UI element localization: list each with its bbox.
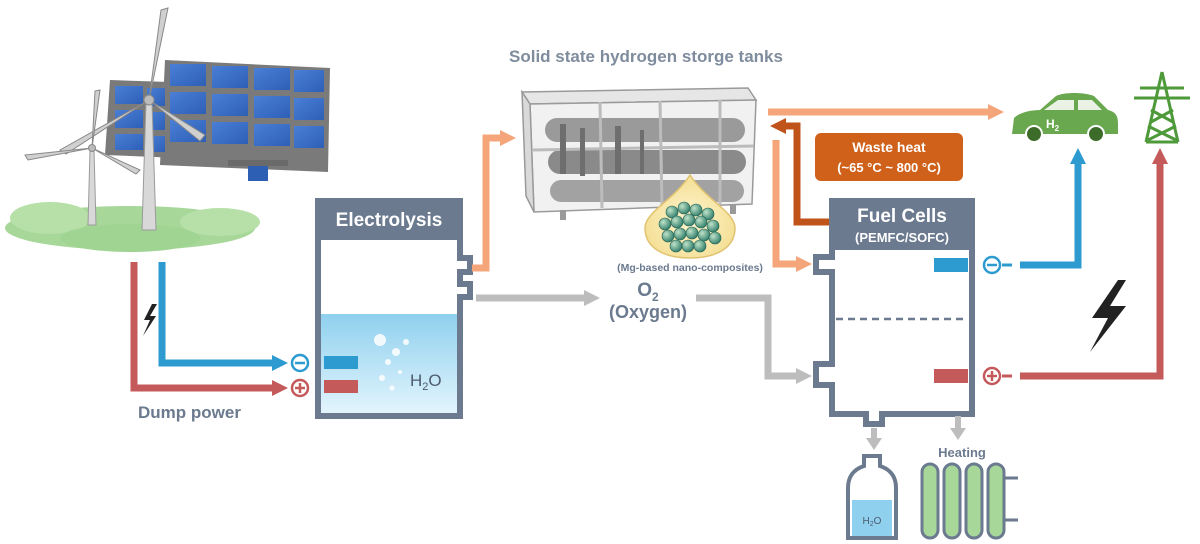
fuelcell-negative-terminal-icon — [982, 255, 1002, 275]
oxygen-to-fuelcell-arrow — [696, 294, 812, 384]
heating-label: Heating — [938, 445, 986, 460]
lightning-small-icon — [143, 304, 157, 336]
heat-output-arrow — [950, 416, 966, 440]
hydrogen-to-fuelcell-arrow — [772, 140, 812, 272]
electrolysis-positive-terminal-icon — [290, 378, 310, 398]
electrolysis-label: Electrolysis — [336, 210, 443, 231]
dump-power-lines — [130, 262, 288, 396]
oxygen-arrow — [476, 290, 600, 306]
electrolysis-water-formula: H2O — [410, 371, 442, 393]
grass-ground-icon — [5, 202, 260, 252]
nano-composite-label: (Mg-based nano-composites) — [617, 262, 763, 274]
heating-radiator-icon — [920, 462, 1018, 540]
hydrogen-storage-tank-icon — [520, 87, 758, 220]
mg-nano-composite-icon — [644, 173, 736, 259]
hydrogen-to-car-arrow — [768, 104, 1004, 120]
waste-heat-line2: (~65 °C ~ 800 °C) — [837, 160, 941, 175]
solar-panel-array-icon — [105, 60, 330, 181]
fuel-cell-unit — [813, 198, 975, 427]
water-bottle-formula: H2O — [863, 516, 882, 528]
waste-heat-return-arrow — [770, 118, 835, 226]
water-output-arrow — [866, 428, 882, 450]
oxygen-formula: O2 — [637, 280, 659, 304]
fuel-cells-sublabel: (PEMFC/SOFC) — [855, 230, 949, 245]
electrolysis-negative-terminal-icon — [290, 353, 310, 373]
fuel-cells-label: Fuel Cells — [857, 206, 947, 227]
hydrogen-car-icon — [1012, 93, 1118, 143]
power-tower-icon — [1134, 71, 1190, 144]
wind-turbine-small-icon — [24, 89, 141, 226]
fuelcell-to-grid-power-line — [1002, 148, 1168, 380]
dump-power-label: Dump power — [138, 403, 241, 422]
car-h2-label: H2 — [1046, 117, 1060, 133]
hydrogen-to-storage-arrow — [472, 130, 516, 272]
waste-heat-badge — [815, 133, 963, 181]
waste-heat-line1: Waste heat — [852, 139, 926, 155]
fuelcell-positive-terminal-icon — [982, 366, 1002, 386]
diagram-title: Solid state hydrogen storge tanks — [509, 47, 783, 66]
lightning-large-icon — [1090, 280, 1126, 352]
electrolysis-unit — [315, 198, 473, 419]
oxygen-label: (Oxygen) — [609, 302, 687, 322]
water-bottle-icon — [846, 454, 898, 540]
bubbles-icon — [374, 334, 409, 391]
fuelcell-to-car-power-line — [1002, 148, 1086, 269]
